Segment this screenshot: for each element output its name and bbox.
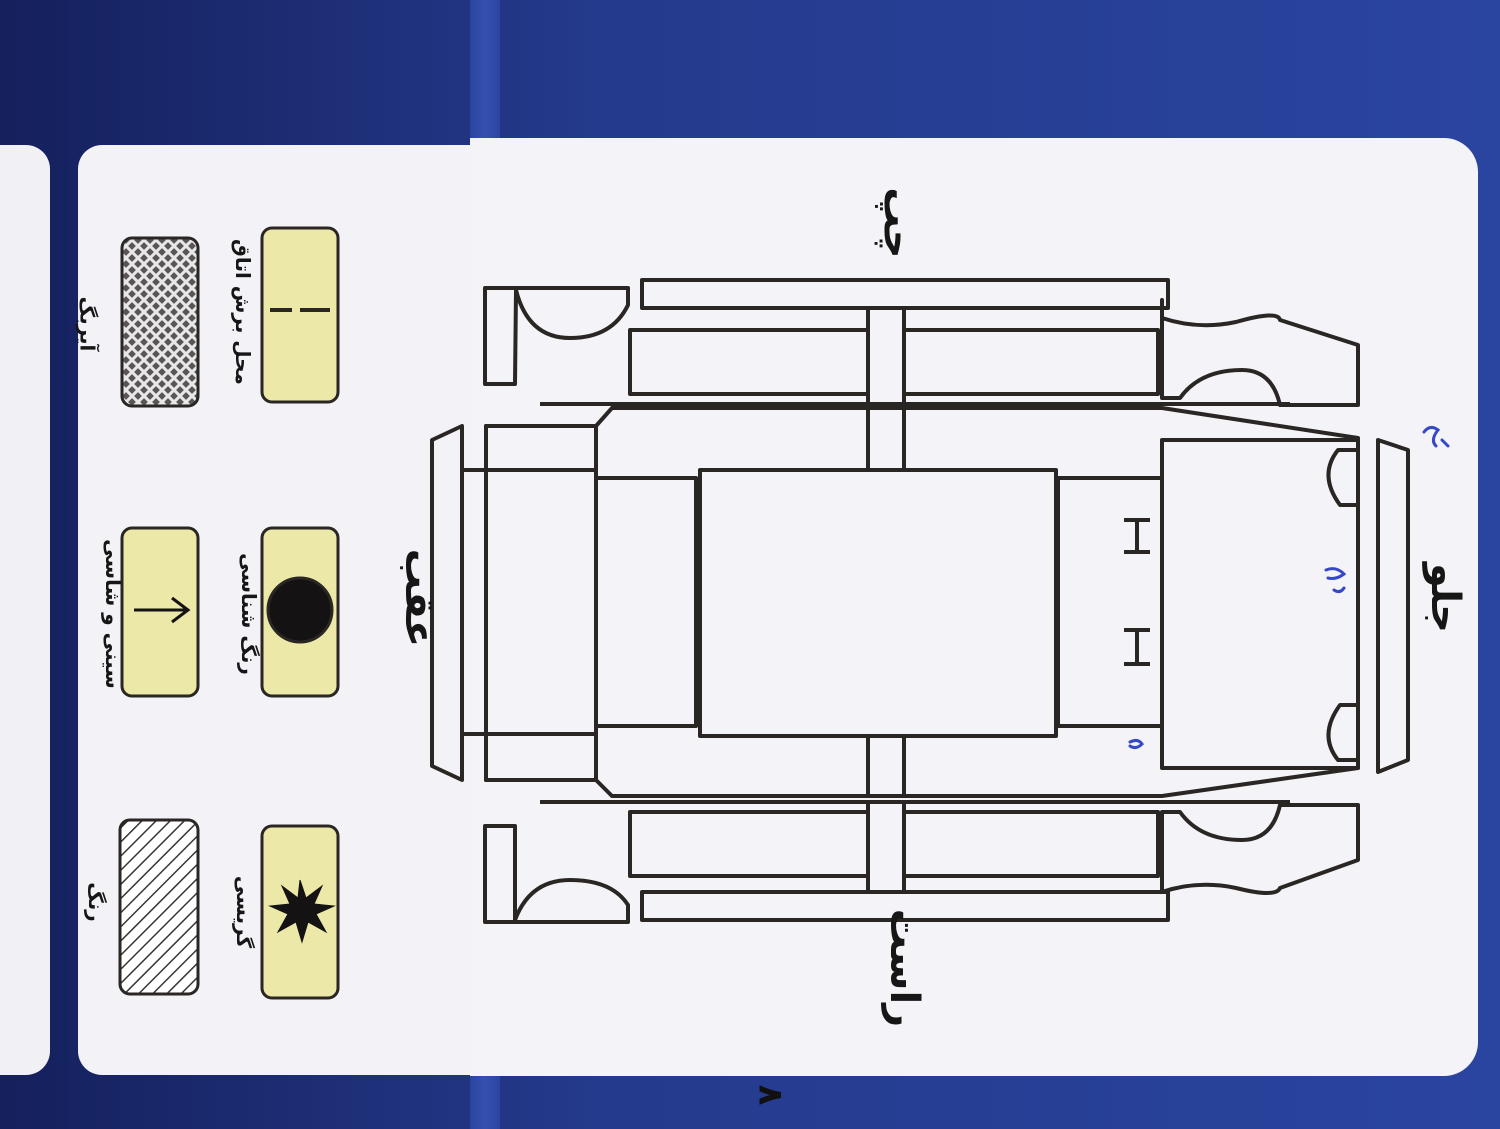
legend: [118, 226, 340, 1000]
front-bumper: [1376, 438, 1410, 774]
wiper-2: [1124, 628, 1150, 666]
legend-room-cut-box: [260, 226, 340, 404]
legend-chassis-box: [120, 526, 200, 698]
ink-mark-front-left: [1422, 425, 1450, 448]
front-headlight-left: [1326, 448, 1360, 507]
legend-paint-id-symbol: [266, 576, 334, 644]
ink-marks: [1128, 425, 1450, 750]
legend-label-airbag: آیربگ: [75, 296, 100, 352]
left-roof-rail: [640, 278, 1170, 310]
legend-label-scratch: گریسی: [232, 875, 257, 949]
left-rear-fender-panel: [483, 286, 630, 386]
legend-label-paint-id: رنگ شناسی: [236, 553, 261, 675]
right-rear-fender-panel: [483, 824, 630, 924]
right-side-profile: [483, 800, 1360, 924]
side-label-front: جلو: [1422, 562, 1469, 634]
left-front-door: [902, 328, 1160, 396]
legend-label-room-cut: محل برش اتاق: [230, 239, 255, 385]
left-front-fender-panel: [1160, 298, 1360, 407]
legend-chassis-arrow: [134, 596, 191, 624]
trunk-lid: [484, 424, 598, 782]
right-front-door: [902, 810, 1160, 878]
left-rear-door: [628, 328, 870, 396]
rear-window: [594, 476, 698, 728]
page-mark: ٨: [750, 1084, 791, 1106]
legend-label-chassis: سینی و شاسی: [100, 539, 125, 689]
legend-paint-box: [118, 818, 200, 996]
wiper-1: [1124, 518, 1150, 554]
side-label-right: راست: [881, 908, 928, 1028]
legend-label-paint: رنگ: [83, 882, 108, 922]
rear-bumper: [430, 424, 464, 782]
side-label-rear: عقب: [396, 548, 443, 648]
top-view: [430, 406, 1410, 798]
windshield: [1056, 476, 1164, 728]
left-side-profile: [483, 278, 1360, 407]
right-front-fender-panel: [1160, 803, 1360, 895]
front-headlight-right: [1326, 703, 1360, 762]
roof: [698, 468, 1058, 738]
footer-strip: [0, 145, 50, 1075]
legend-airbag-box: [120, 236, 200, 408]
ink-mark-front-right: [1128, 738, 1144, 750]
right-rear-door: [628, 810, 870, 878]
legend-scratch-symbol: [268, 879, 336, 944]
side-label-left: چپ: [874, 187, 921, 259]
hood: [1160, 438, 1360, 770]
ink-mark-hood: [1324, 567, 1347, 594]
